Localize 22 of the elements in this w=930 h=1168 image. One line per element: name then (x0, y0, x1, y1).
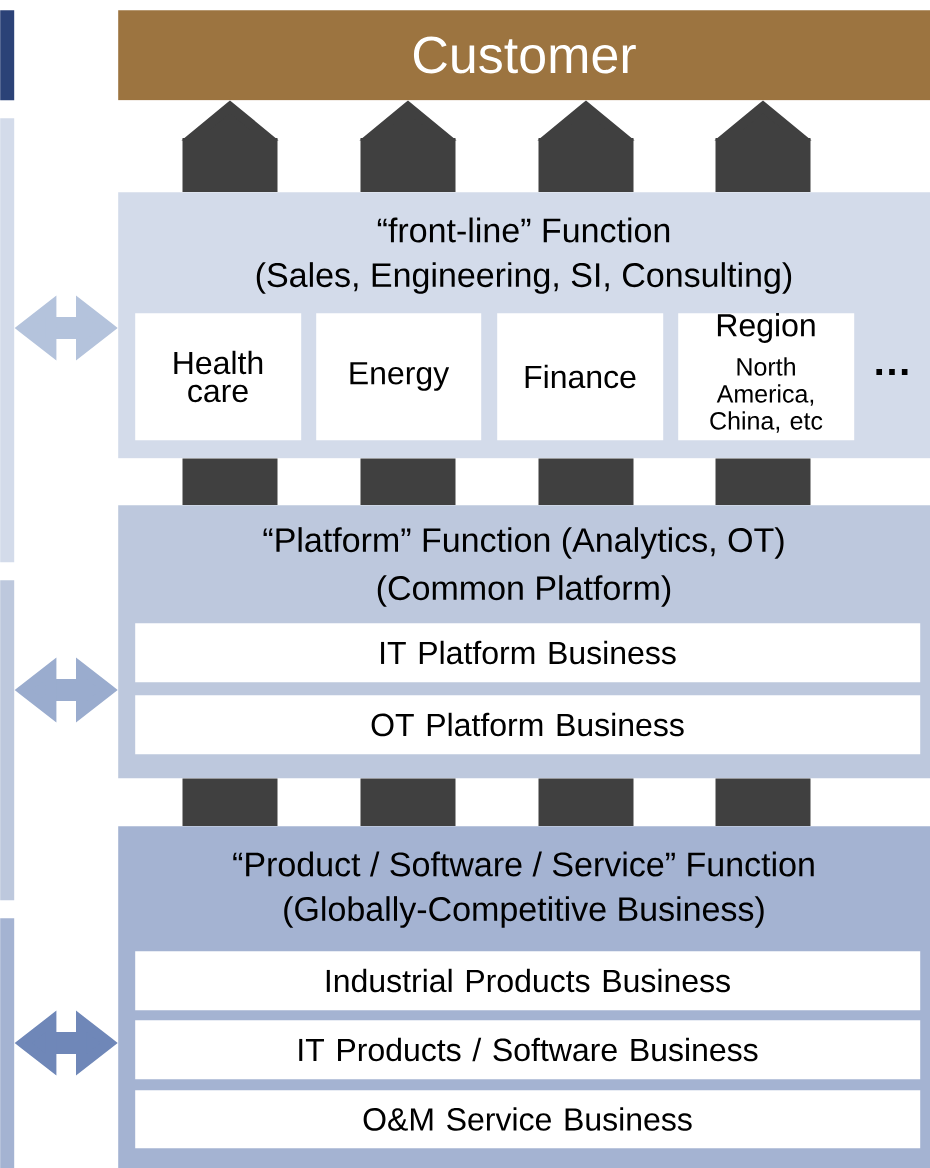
business-box: Finance (497, 313, 664, 441)
connector-bar (182, 778, 278, 826)
business-box: IT Products / Software Business (135, 1020, 921, 1080)
connector-bar (538, 458, 634, 505)
business-box: Industrial Products Business (135, 951, 921, 1011)
side-band (0, 10, 15, 101)
business-box: IT Platform Business (135, 623, 921, 683)
customer-bar: Customer (118, 10, 930, 101)
connector-bar (360, 458, 456, 505)
business-box: Health care (135, 313, 302, 441)
connector-bar (715, 778, 811, 826)
connector-bar (715, 458, 811, 505)
business-box: O&M Service Business (135, 1090, 921, 1149)
business-box: OT Platform Business (135, 695, 921, 755)
connector-bar (182, 458, 278, 505)
connector-bar (360, 778, 456, 826)
side-band (0, 918, 15, 1168)
connector-bar (538, 778, 634, 826)
business-box: Energy (316, 313, 482, 441)
side-band (0, 580, 15, 901)
side-band (0, 118, 15, 563)
business-box: Region North America, China, etc (678, 313, 855, 441)
